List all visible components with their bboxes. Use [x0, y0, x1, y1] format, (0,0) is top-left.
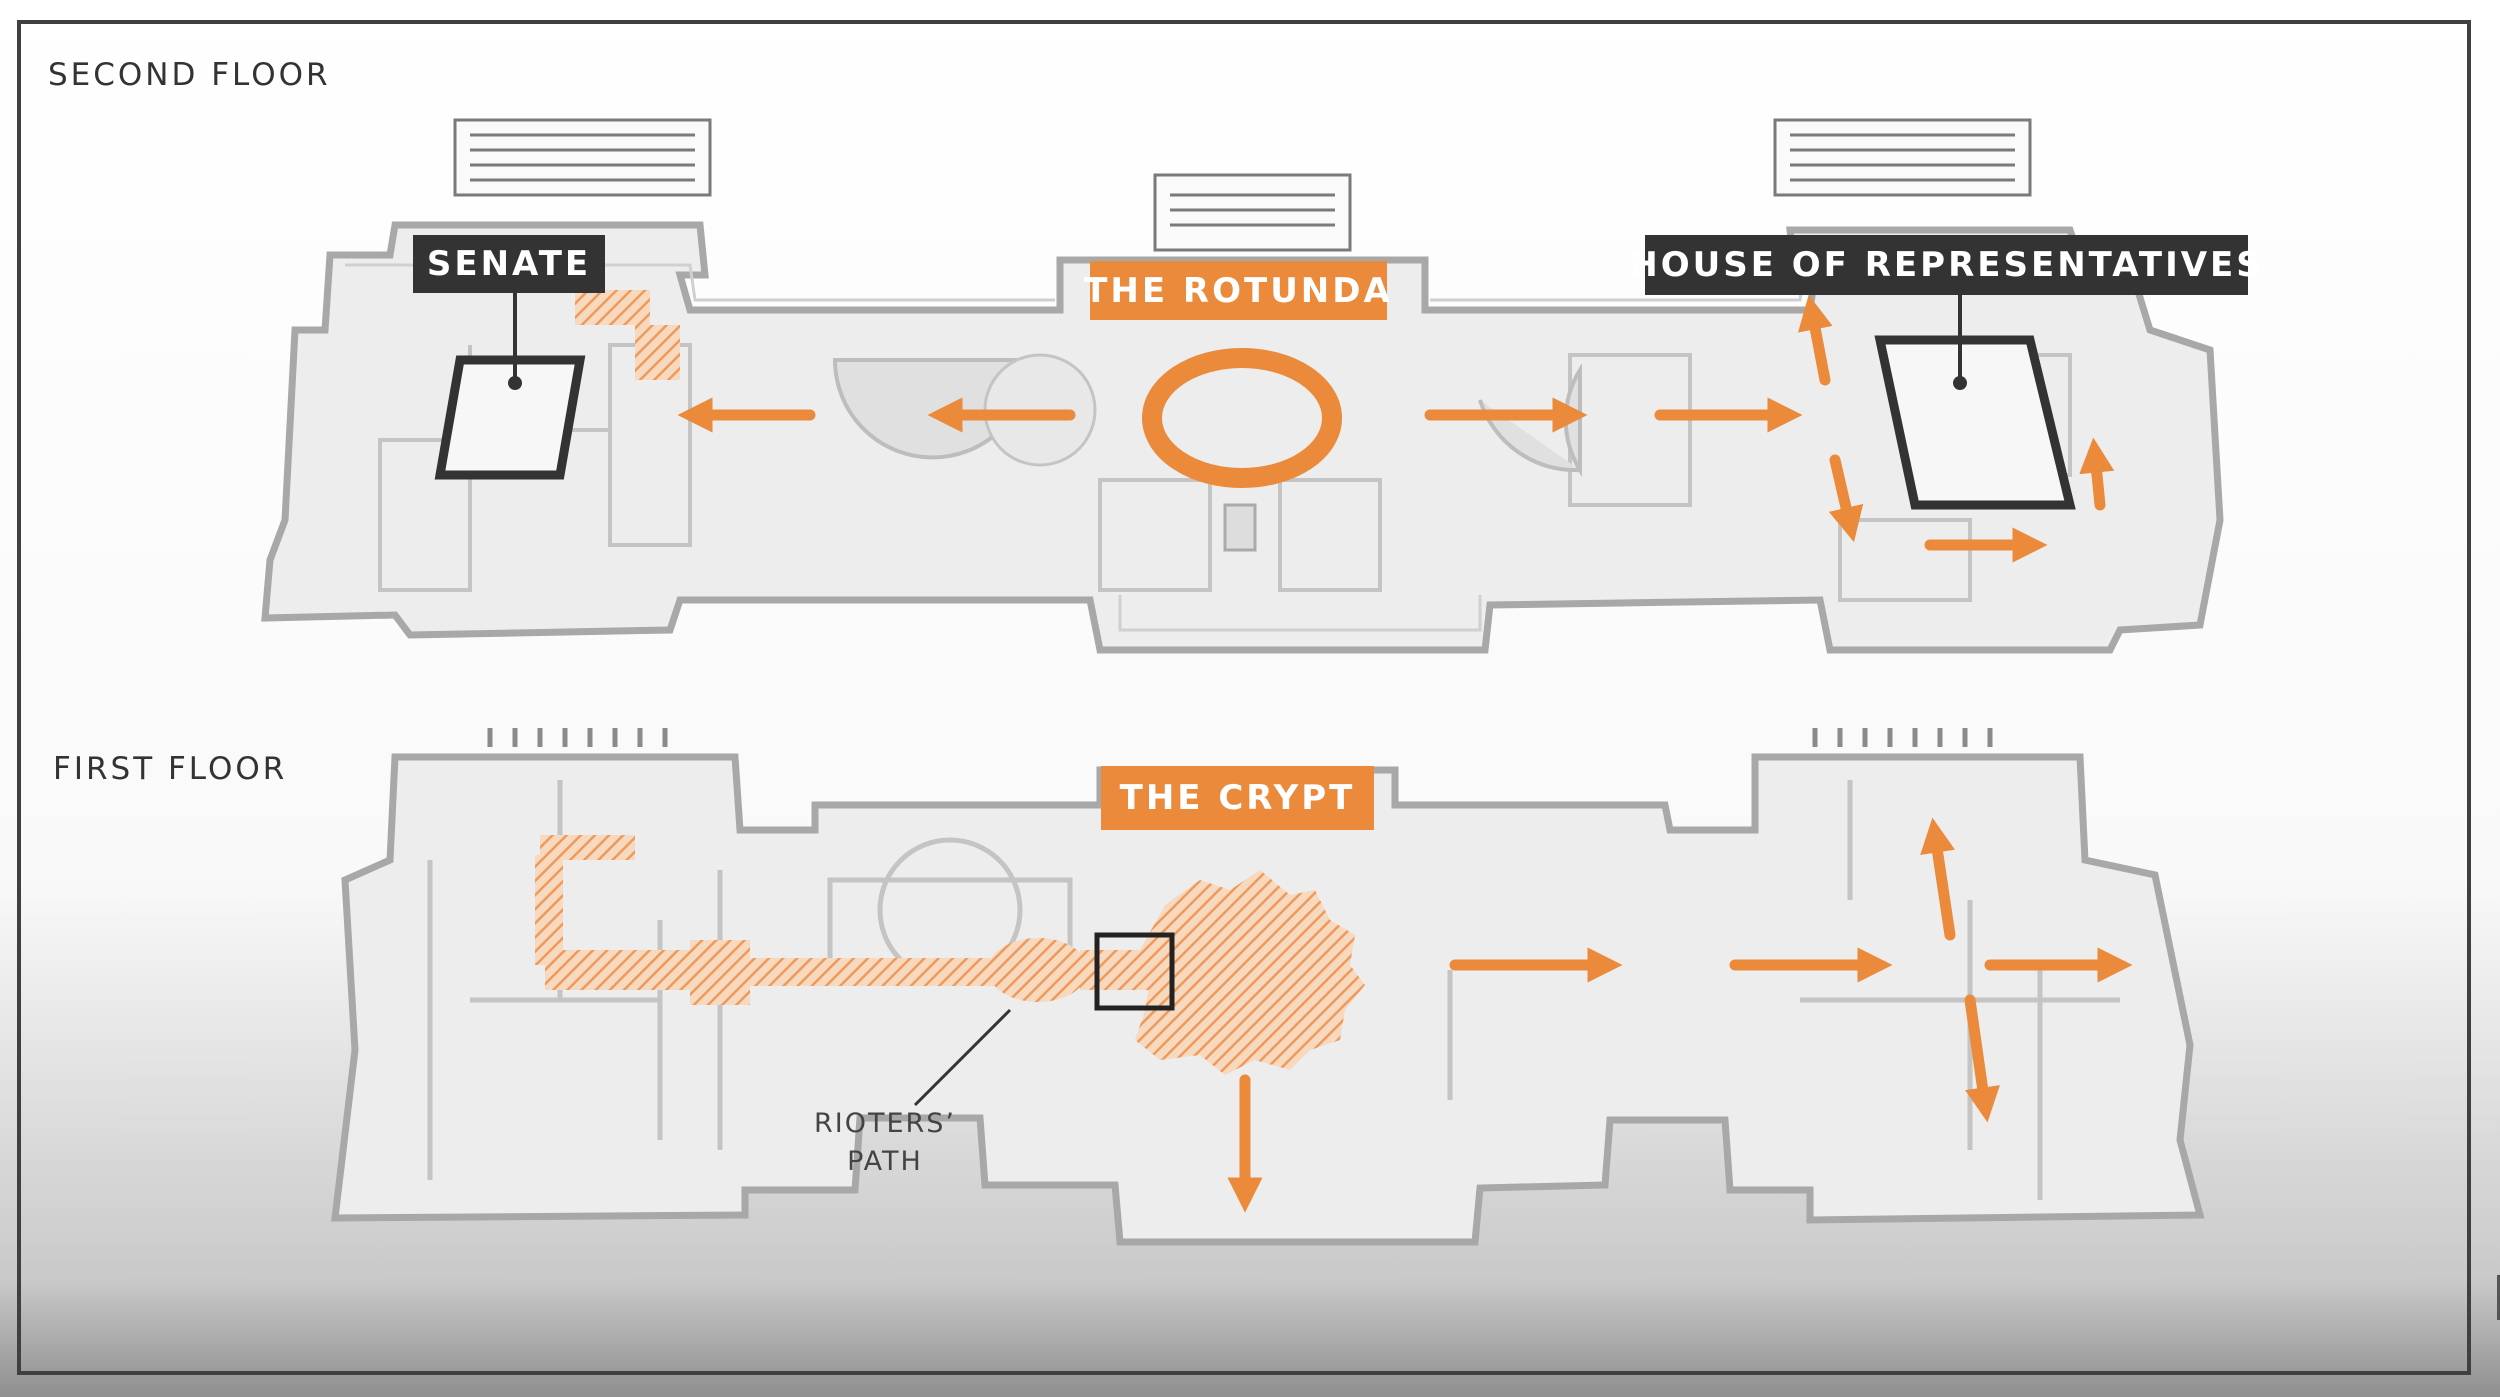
second-floor-label: SECOND FLOOR	[48, 57, 331, 93]
first-floor-plan	[331, 728, 2205, 1246]
rotunda-callout: THE ROTUNDA	[1084, 261, 1390, 320]
rotunda-ring	[1142, 348, 1342, 488]
second-floor-plan	[261, 118, 2224, 654]
senate-chamber	[434, 355, 586, 480]
rioters-path-note-line1: RIOTERS’	[813, 1108, 956, 1139]
crypt-area	[1135, 870, 1365, 1075]
rioters-path-note: RIOTERS’ PATH	[790, 1105, 980, 1181]
rioters-path-note-line2: PATH	[847, 1146, 923, 1177]
house-callout: HOUSE OF REPRESENTATIVES	[1629, 235, 2261, 295]
first-floor-arrows	[1227, 817, 2133, 1213]
first-floor-label: FIRST FLOOR	[53, 751, 288, 787]
house-chamber	[1874, 335, 2076, 510]
entry-point-box	[1094, 932, 1175, 1011]
second-floor-outline	[261, 221, 2224, 654]
callout-leaders	[513, 293, 1962, 383]
north-stairs	[453, 118, 2032, 252]
window-edge-marker	[2497, 1275, 2500, 1320]
crypt-callout: THE CRYPT	[1101, 766, 1374, 830]
second-floor-arrows	[677, 294, 2115, 563]
rioters-path-leader	[913, 1008, 1012, 1107]
senate-callout: SENATE	[413, 235, 605, 293]
